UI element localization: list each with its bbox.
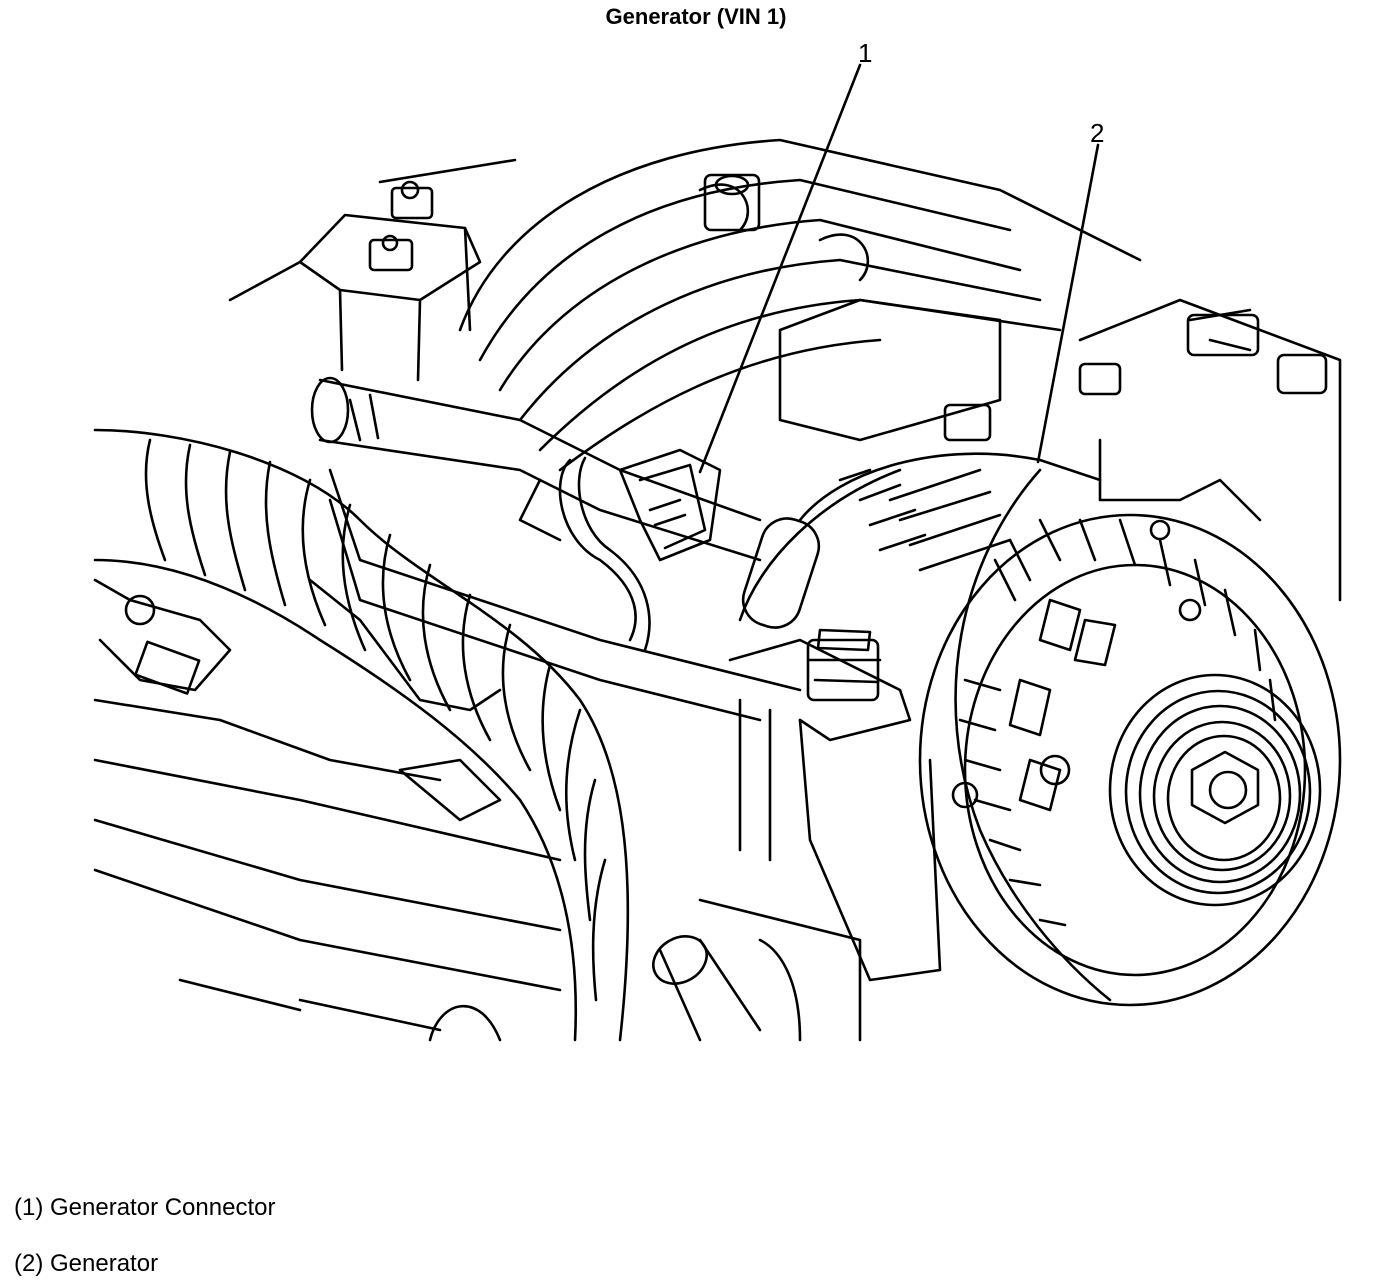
legend-item-generator-connector: (1) Generator Connector [14,1194,276,1221]
legend-item-generator: (2) Generator [14,1250,159,1277]
pulley [1108,673,1322,907]
generator-connector [308,448,722,712]
generator [738,452,1342,1007]
callout-2-number: 2 [1090,118,1104,148]
mount-bracket [228,158,517,382]
callout-1-number: 1 [858,38,872,68]
intake-manifold [458,138,1342,602]
intake-hose [93,428,630,1042]
left-sensor [93,578,562,1042]
generator-bracket [698,628,942,1042]
callout-leaders [698,63,1100,474]
coolant-tube [310,376,802,722]
lower-pipe [652,935,802,1042]
diagram-title: Generator (VIN 1) [605,4,787,29]
